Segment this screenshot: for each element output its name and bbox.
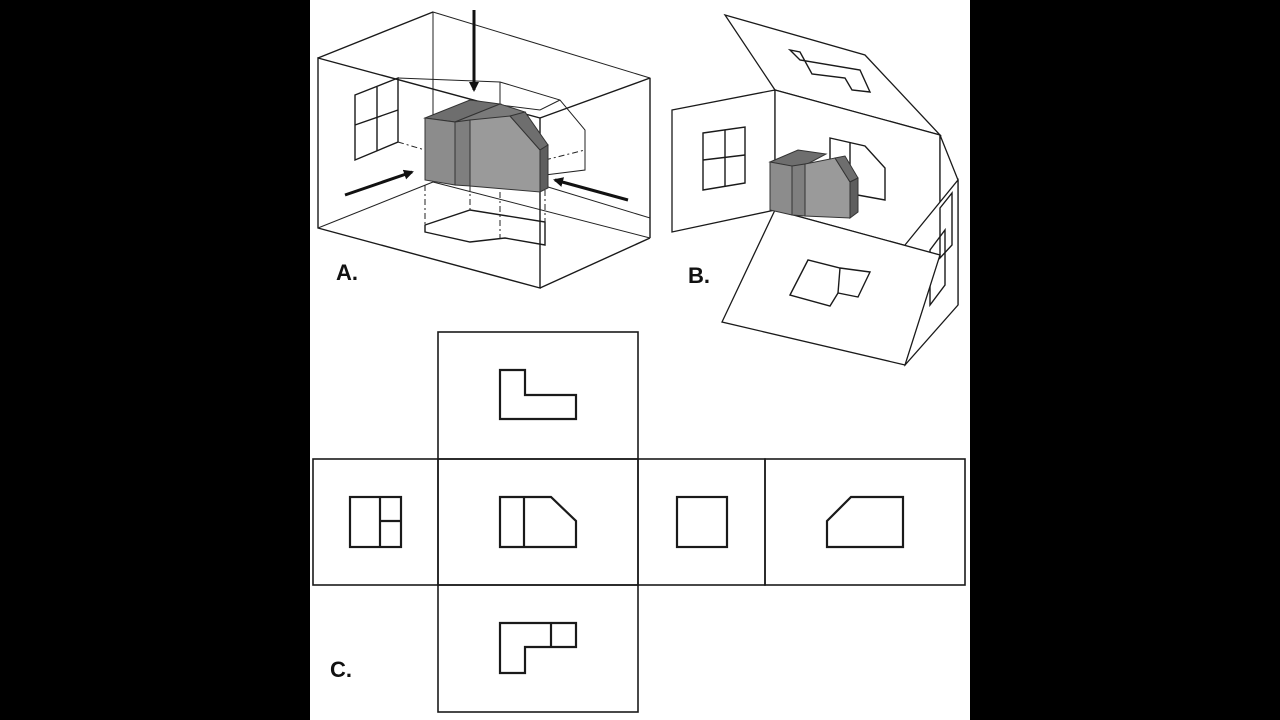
projector-line — [544, 149, 586, 161]
unfolding-box-b — [671, 13, 959, 367]
bottom-flap-projection — [788, 259, 872, 307]
left-flap-projection — [702, 126, 746, 191]
top-projection-outline — [499, 82, 561, 111]
front-view-panel — [437, 458, 639, 586]
left-side-view-shape — [675, 495, 729, 549]
label-b: B. — [688, 263, 710, 288]
block-b-front — [769, 161, 793, 216]
projector-line — [397, 141, 426, 151]
top-flap-projection — [787, 48, 872, 93]
block-b-step — [791, 163, 806, 217]
bottom-flap — [721, 209, 941, 366]
unfolded-views-c — [312, 331, 966, 713]
block-b-side — [849, 177, 859, 219]
left-side-view-panel — [637, 458, 766, 586]
glass-box-edge — [317, 181, 434, 229]
front-view-shape — [498, 495, 578, 549]
glass-box-edge — [539, 77, 651, 119]
block-a — [423, 99, 549, 193]
bottom-flap-projection-line — [837, 267, 841, 294]
left-flap-projection-line — [702, 154, 746, 161]
block-b — [768, 149, 859, 219]
right-side-view-panel — [312, 458, 439, 586]
block-step — [454, 119, 471, 187]
rear-view-shape — [825, 495, 905, 549]
glass-box-edge — [432, 181, 651, 239]
block-side — [539, 144, 549, 193]
left-flap — [671, 89, 776, 233]
rear-view-panel — [764, 458, 966, 586]
projection-diagram — [312, 10, 966, 713]
figure-canvas: A. B. C. — [310, 0, 970, 720]
block-front-left — [424, 117, 456, 186]
label-a: A. — [336, 260, 358, 285]
bottom-projection — [424, 209, 546, 246]
glass-box-edge — [317, 11, 434, 59]
bottom-view-shape — [498, 621, 578, 675]
letterbox-right — [970, 0, 1280, 720]
top-view-shape — [498, 368, 578, 421]
label-c: C. — [330, 657, 352, 682]
glass-box-edge — [539, 237, 651, 289]
arrow-side — [553, 177, 629, 202]
top-projection-outline — [397, 77, 586, 176]
right-flap-projection — [939, 191, 953, 260]
glass-box-a — [317, 10, 651, 289]
letterbox-left — [0, 0, 310, 720]
bottom-view-panel — [437, 584, 639, 713]
left-wall-projection-line — [354, 109, 399, 126]
arrow-front — [344, 169, 414, 197]
